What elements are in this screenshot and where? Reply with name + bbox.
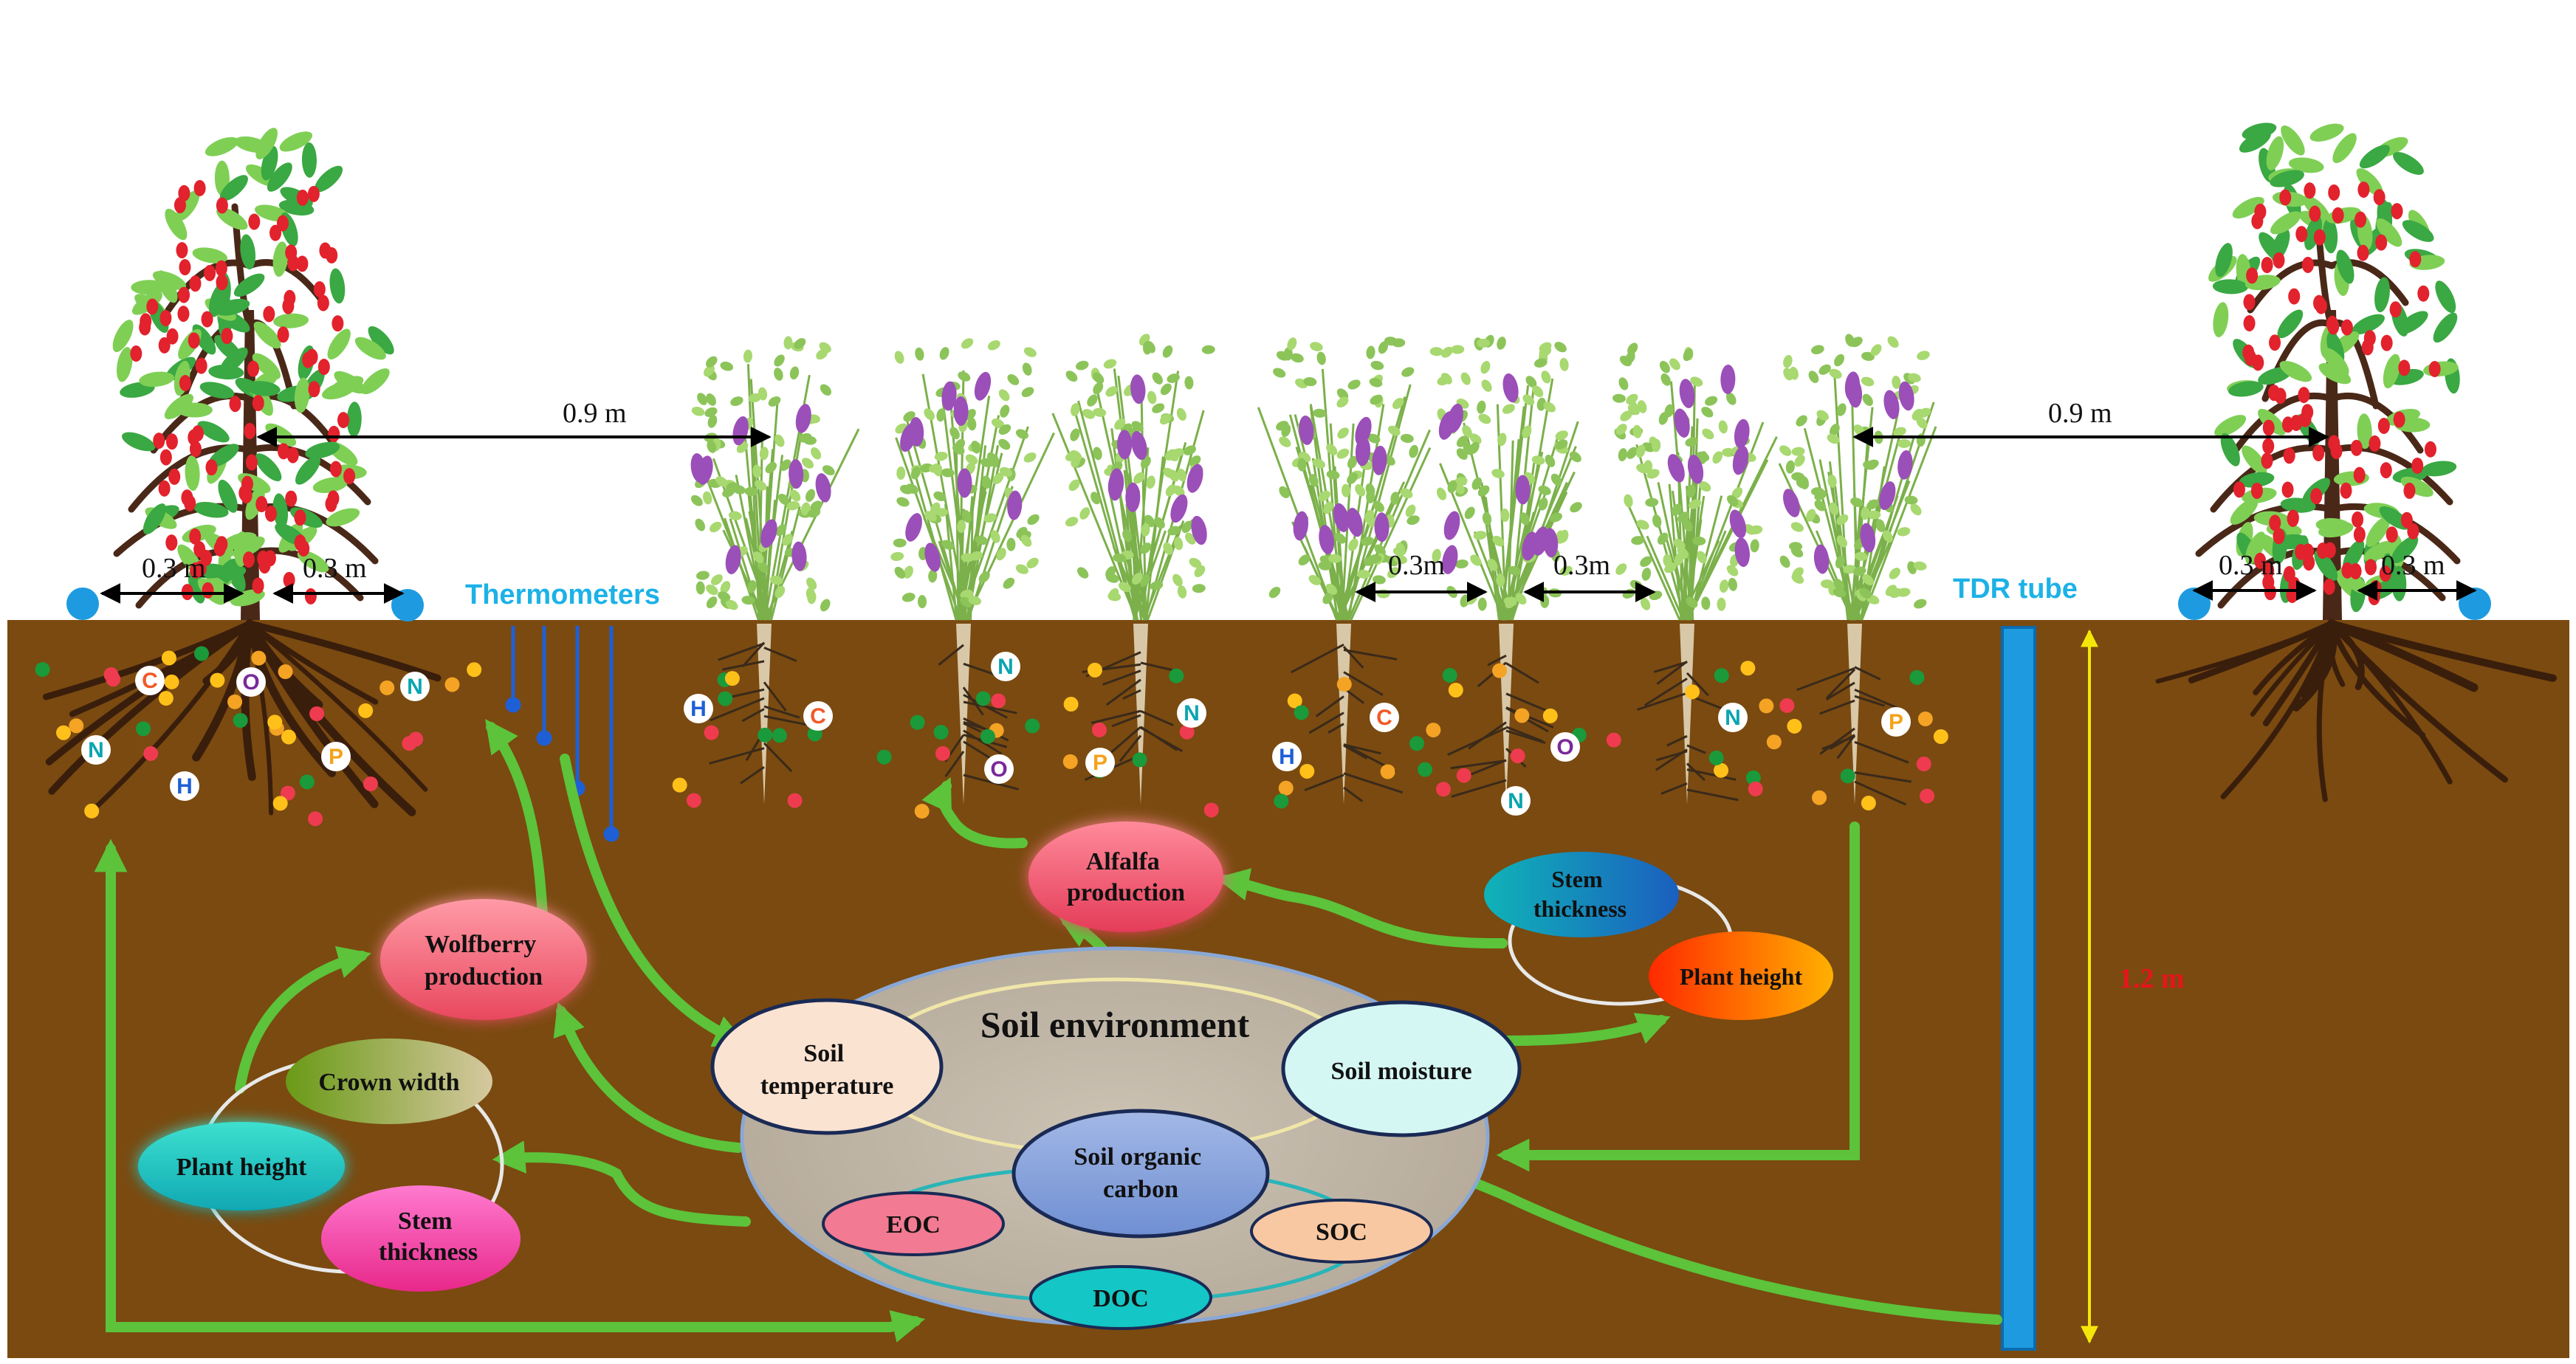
nutrient-badge xyxy=(321,742,351,771)
dim-label: 0.3 m xyxy=(142,553,206,584)
nutrient-badge xyxy=(1085,748,1115,777)
tdr-tube-label: TDR tube xyxy=(1953,574,2078,604)
flow-arrow xyxy=(553,1002,743,1153)
plant-height-left-node xyxy=(138,1122,345,1210)
tdr-tube xyxy=(2001,626,2036,1351)
flow-arrow xyxy=(492,1140,751,1227)
doc-node xyxy=(1029,1265,1212,1330)
nutrient-letter: P xyxy=(329,745,343,769)
flow-arrow xyxy=(885,1310,926,1343)
wolfberry-roots-left xyxy=(42,619,442,816)
nutrient-badge xyxy=(1272,742,1302,771)
nutrient-letter: C xyxy=(810,704,826,728)
soc-label: SOC xyxy=(1316,1219,1367,1246)
thermometers-label: Thermometers xyxy=(465,579,660,610)
nutrient-badge xyxy=(170,771,199,801)
eoc-label: EOC xyxy=(886,1211,941,1239)
nutrient-letter: N xyxy=(997,655,1014,679)
flow-arrow xyxy=(560,754,748,1047)
soil-organic-carbon-node xyxy=(1011,1109,1270,1239)
nutrient-letter: P xyxy=(1093,751,1107,775)
dim-label: 0.3 m xyxy=(2381,550,2445,581)
dim-label: 0.9 m xyxy=(563,398,627,429)
flow-arrow xyxy=(921,776,1028,849)
nutrient-badge xyxy=(236,667,266,697)
wolfberry-production-node xyxy=(380,899,587,1020)
sensor-dot xyxy=(2459,588,2491,620)
stem-thickness-right-label: Stem thickness xyxy=(1533,866,1627,922)
nutrient-letter: N xyxy=(407,675,423,699)
nutrient-letter: N xyxy=(1184,701,1200,726)
nutrient-badge xyxy=(81,735,111,765)
plant-height-right-label: Plant height xyxy=(1680,963,1803,990)
plant-height-left-label: Plant height xyxy=(176,1154,307,1181)
nutrient-badge xyxy=(1550,732,1580,762)
dim-label: 0.3 m xyxy=(303,553,367,584)
crown-width-label: Crown width xyxy=(318,1069,459,1096)
nutrient-badge xyxy=(1177,698,1206,728)
wolfberry-tree-left xyxy=(112,128,394,620)
stem-thickness-left-node xyxy=(321,1185,521,1292)
nutrient-badge xyxy=(1881,707,1911,737)
soil-temperature-label: Soil temperature xyxy=(760,1040,894,1100)
nutrient-letter: N xyxy=(1725,706,1741,730)
soil-environment-title: Soil environment xyxy=(980,1004,1250,1045)
nutrient-letter: H xyxy=(176,774,193,799)
eoc-node xyxy=(822,1191,1005,1256)
nutrient-letter: C xyxy=(1376,706,1392,730)
soil-organic-carbon-label: Soil organic carbon xyxy=(1074,1143,1207,1203)
nutrient-letter: N xyxy=(88,738,104,762)
soil-moisture-label: Soil moisture xyxy=(1330,1058,1471,1085)
stem-thickness-left-label: Stem thickness xyxy=(379,1208,478,1266)
flow-arrow xyxy=(235,946,371,1094)
nutrient-letter: O xyxy=(1556,735,1573,760)
soc-node xyxy=(1250,1199,1433,1264)
nutrient-badge xyxy=(684,694,713,723)
nutrient-badge xyxy=(984,754,1014,784)
nutrient-badge xyxy=(1718,703,1748,732)
nutrient-letter: H xyxy=(690,697,707,721)
stem-thickness-right-node xyxy=(1484,852,1679,937)
nutrient-labels: C O N N H P H C N O P N H C O N N P xyxy=(81,652,1911,816)
soil-temperature-node xyxy=(710,998,944,1135)
soil-moisture-node xyxy=(1281,1000,1522,1137)
nutrient-badge xyxy=(991,652,1020,681)
dim-label: 0.3m xyxy=(1388,550,1445,581)
nutrient-letter: C xyxy=(142,669,158,693)
alfalfa-row xyxy=(690,334,1937,806)
flow-arrow xyxy=(1496,822,1860,1172)
nutrient-letter: O xyxy=(990,757,1007,782)
nutrient-letter: O xyxy=(242,670,259,695)
crown-width-node xyxy=(286,1038,492,1124)
nutrient-badge xyxy=(1370,703,1399,732)
alfalfa-production-label: Alfalfa production xyxy=(1067,848,1185,906)
nutrient-badge xyxy=(400,672,430,701)
flow-arrow xyxy=(1215,868,1508,949)
nutrient-badge xyxy=(1501,786,1531,816)
nutrient-letter: N xyxy=(1508,789,1524,813)
nutrient-letter: P xyxy=(1889,710,1903,734)
depth-label: 1.2 m xyxy=(2119,963,2185,994)
sensor-dot xyxy=(2178,588,2211,620)
wolfberry-production-label: Wolfberry production xyxy=(425,931,543,991)
flow-arrow xyxy=(485,719,548,920)
nutrient-badge xyxy=(803,701,833,731)
dim-label: 0.3 m xyxy=(2219,550,2283,581)
flow-arrow xyxy=(94,838,895,1332)
plant-height-right-node xyxy=(1649,931,1833,1020)
doc-label: DOC xyxy=(1093,1285,1149,1312)
alfalfa-production-node xyxy=(1028,822,1223,932)
nutrient-letter: H xyxy=(1279,745,1295,769)
sensor-dot xyxy=(66,588,99,620)
wolfberry-tree-right xyxy=(2195,123,2461,620)
wolfberry-roots-right xyxy=(2155,619,2557,802)
dim-label: 0.3m xyxy=(1553,550,1610,581)
nutrient-badge xyxy=(135,666,165,695)
dim-label: 0.9 m xyxy=(2048,398,2112,429)
flow-arrow xyxy=(1501,1013,1671,1046)
